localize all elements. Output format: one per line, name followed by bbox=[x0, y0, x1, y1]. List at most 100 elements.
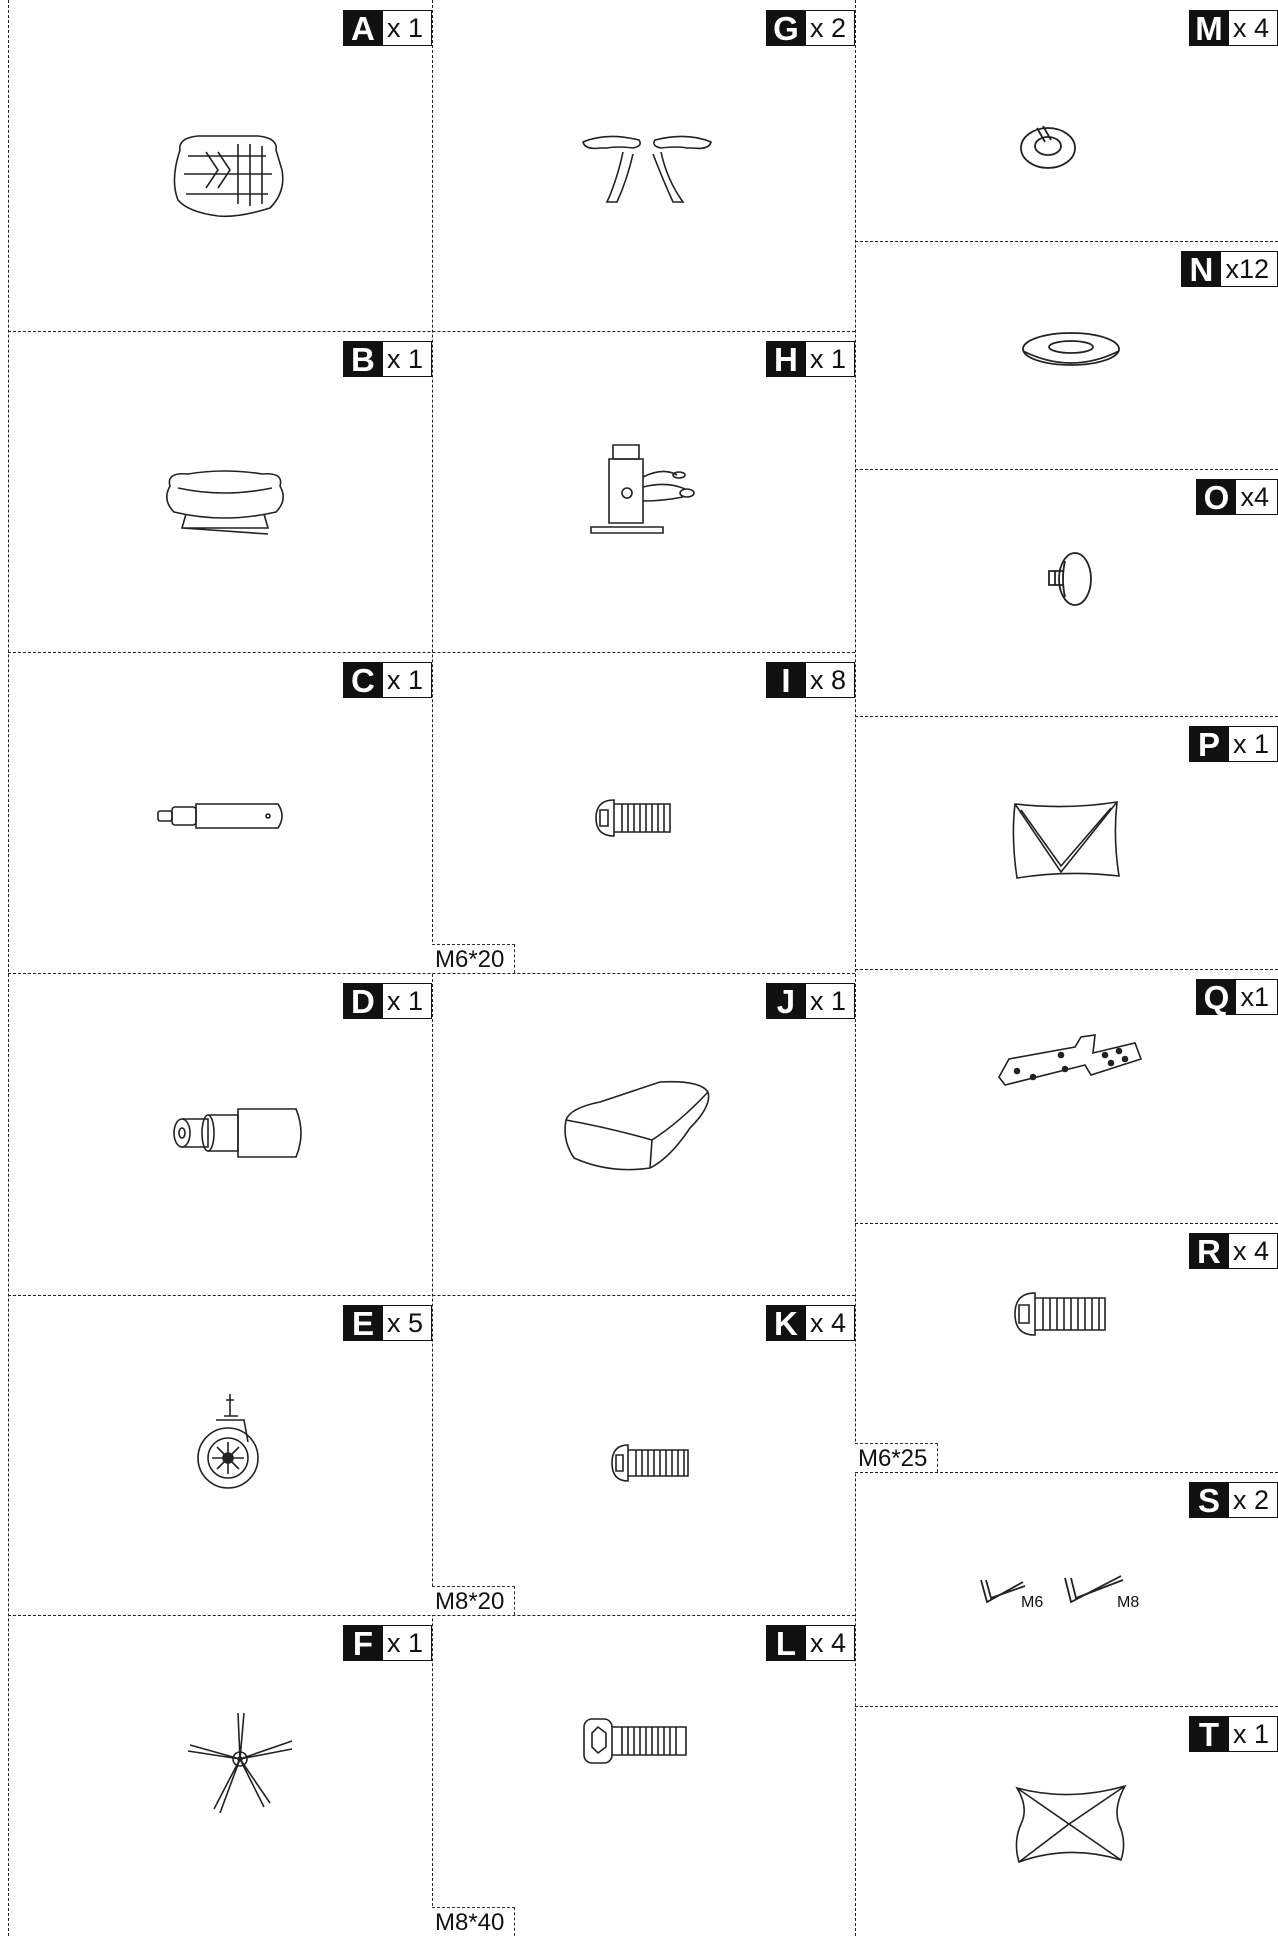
key-size-label-m6: M6 bbox=[1021, 1594, 1043, 1612]
part-quantity: x 4 bbox=[806, 1625, 855, 1661]
part-badge-f: F x 1 bbox=[343, 1625, 432, 1661]
part-cell-k: K x 4 M8*20 bbox=[432, 1295, 855, 1615]
head-pillow-icon bbox=[1009, 1780, 1133, 1866]
size-spec-label: M8*40 bbox=[432, 1907, 515, 1936]
lumbar-pillow-icon bbox=[560, 1078, 720, 1178]
chair-backrest-icon bbox=[158, 130, 298, 220]
part-letter: K bbox=[766, 1305, 806, 1341]
part-quantity: x 2 bbox=[806, 10, 855, 46]
part-letter: S bbox=[1189, 1482, 1229, 1518]
part-badge-i: I x 8 bbox=[766, 662, 855, 698]
part-letter: R bbox=[1189, 1233, 1229, 1269]
part-letter: J bbox=[766, 983, 806, 1019]
part-cell-t: T x 1 bbox=[855, 1706, 1278, 1936]
part-cell-f: F x 1 bbox=[8, 1615, 432, 1936]
part-quantity: x1 bbox=[1236, 979, 1278, 1015]
part-badge-r: R x 4 bbox=[1189, 1233, 1278, 1269]
seat-cushion-icon bbox=[160, 466, 290, 541]
part-cell-p: P x 1 bbox=[855, 716, 1278, 969]
part-quantity: x 1 bbox=[383, 1625, 432, 1661]
part-quantity: x 1 bbox=[1229, 726, 1278, 762]
part-badge-p: P x 1 bbox=[1189, 726, 1278, 762]
part-cell-r: R x 4 M6*25 bbox=[855, 1223, 1278, 1472]
part-cell-c: C x 1 bbox=[8, 652, 432, 973]
part-badge-q: Q x1 bbox=[1196, 979, 1278, 1015]
part-letter: N bbox=[1181, 251, 1221, 287]
key-size-label-m8: M8 bbox=[1117, 1594, 1139, 1612]
part-badge-b: B x 1 bbox=[343, 341, 432, 377]
part-quantity: x4 bbox=[1236, 479, 1278, 515]
part-badge-h: H x 1 bbox=[766, 341, 855, 377]
part-letter: H bbox=[766, 341, 806, 377]
part-cell-q: Q x1 bbox=[855, 969, 1278, 1223]
part-badge-a: A x 1 bbox=[343, 10, 432, 46]
part-quantity: x 2 bbox=[1229, 1482, 1278, 1518]
part-badge-o: O x4 bbox=[1196, 479, 1278, 515]
part-cell-m: M x 4 bbox=[855, 0, 1278, 241]
part-cell-s: S x 2 M6 M8 bbox=[855, 1472, 1278, 1706]
flat-washer-icon bbox=[1019, 329, 1123, 373]
part-quantity: x 1 bbox=[806, 341, 855, 377]
bolt-icon bbox=[1013, 1289, 1109, 1339]
gas-cylinder-icon bbox=[150, 798, 290, 834]
part-badge-e: E x 5 bbox=[343, 1305, 432, 1341]
cover-cloth-icon bbox=[1009, 798, 1125, 884]
part-quantity: x 1 bbox=[383, 341, 432, 377]
part-letter: A bbox=[343, 10, 383, 46]
plug-cap-icon bbox=[1043, 549, 1095, 609]
part-letter: I bbox=[766, 662, 806, 698]
part-letter: Q bbox=[1196, 979, 1236, 1015]
part-letter: E bbox=[343, 1305, 383, 1341]
part-cell-a: A x 1 bbox=[8, 0, 432, 331]
mounting-bracket-icon bbox=[995, 1029, 1145, 1101]
bolt-icon bbox=[594, 796, 674, 840]
spring-washer-icon bbox=[1017, 118, 1079, 174]
part-cell-n: N x12 bbox=[855, 241, 1278, 469]
size-spec-label: M6*25 bbox=[855, 1443, 938, 1472]
part-badge-l: L x 4 bbox=[766, 1625, 855, 1661]
part-letter: L bbox=[766, 1625, 806, 1661]
part-quantity: x 1 bbox=[806, 983, 855, 1019]
part-letter: F bbox=[343, 1625, 383, 1661]
part-quantity: x 4 bbox=[1229, 1233, 1278, 1269]
part-cell-h: H x 1 bbox=[432, 331, 855, 652]
socket-bolt-icon bbox=[580, 1715, 690, 1767]
part-cell-d: D x 1 bbox=[8, 973, 432, 1295]
part-cell-e: E x 5 bbox=[8, 1295, 432, 1615]
armrests-icon bbox=[577, 130, 717, 210]
part-cell-g: G x 2 bbox=[432, 0, 855, 331]
part-badge-j: J x 1 bbox=[766, 983, 855, 1019]
five-star-base-icon bbox=[180, 1707, 300, 1817]
part-letter: P bbox=[1189, 726, 1229, 762]
bolt-icon bbox=[610, 1441, 690, 1485]
part-badge-n: N x12 bbox=[1181, 251, 1278, 287]
part-letter: C bbox=[343, 662, 383, 698]
part-letter: O bbox=[1196, 479, 1236, 515]
part-badge-g: G x 2 bbox=[766, 10, 855, 46]
part-letter: M bbox=[1189, 10, 1229, 46]
part-badge-s: S x 2 bbox=[1189, 1482, 1278, 1518]
part-badge-m: M x 4 bbox=[1189, 10, 1278, 46]
caster-wheel-icon bbox=[186, 1390, 276, 1500]
part-quantity: x 5 bbox=[383, 1305, 432, 1341]
part-quantity: x 4 bbox=[1229, 10, 1278, 46]
part-letter: B bbox=[343, 341, 383, 377]
part-quantity: x 1 bbox=[383, 662, 432, 698]
part-badge-c: C x 1 bbox=[343, 662, 432, 698]
part-quantity: x 1 bbox=[1229, 1716, 1278, 1752]
part-quantity: x 4 bbox=[806, 1305, 855, 1341]
part-cell-o: O x4 bbox=[855, 469, 1278, 716]
part-cell-l: L x 4 M8*40 bbox=[432, 1615, 855, 1936]
tilt-mechanism-icon bbox=[587, 441, 697, 541]
part-quantity: x12 bbox=[1221, 251, 1278, 287]
part-quantity: x 1 bbox=[383, 983, 432, 1019]
part-letter: D bbox=[343, 983, 383, 1019]
part-cell-j: J x 1 bbox=[432, 973, 855, 1295]
cylinder-cover-icon bbox=[168, 1103, 308, 1163]
part-badge-t: T x 1 bbox=[1189, 1716, 1278, 1752]
part-quantity: x 8 bbox=[806, 662, 855, 698]
part-letter: T bbox=[1189, 1716, 1229, 1752]
part-cell-i: I x 8 M6*20 bbox=[432, 652, 855, 973]
part-cell-b: B x 1 bbox=[8, 331, 432, 652]
